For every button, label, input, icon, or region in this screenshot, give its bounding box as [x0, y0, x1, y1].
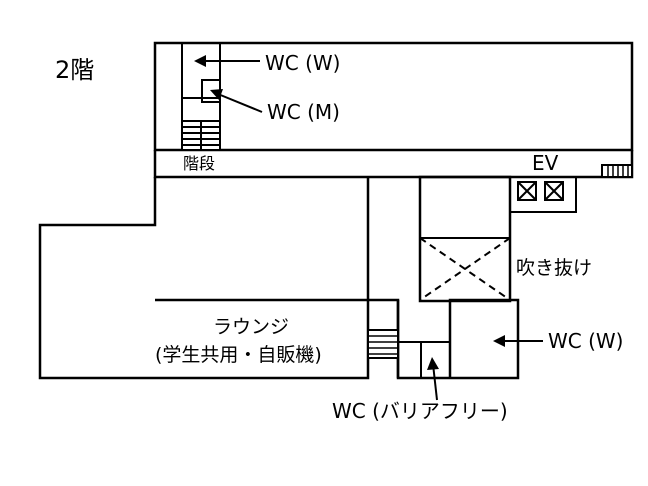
right-wall: [396, 298, 520, 380]
stairs-label: 階段: [183, 154, 215, 173]
wc-barrier-free-label: WC (バリアフリー): [332, 399, 508, 423]
stairs-top-icon: [181, 120, 221, 151]
lounge-sub: (学生共用・自販機): [155, 344, 322, 366]
atrium-label: 吹き抜け: [516, 257, 592, 279]
wc-barrier-free-room: [420, 341, 451, 379]
elevator-icon-2: [544, 181, 564, 201]
wc-women-top-label: WC (W): [265, 51, 340, 75]
atrium-x-mark: [419, 237, 511, 301]
ev-label: EV: [532, 151, 559, 175]
arrow-wc-men: [210, 89, 263, 113]
stairs-lounge-icon: [367, 329, 399, 359]
arrow-wc-women-top: [194, 55, 260, 67]
lounge-name: ラウンジ: [213, 316, 289, 338]
arrow-wc-women-right: [493, 335, 543, 347]
elevator-icon-1: [517, 181, 537, 201]
wc-men-label: WC (M): [267, 100, 340, 124]
corridor-wall: [153, 150, 634, 179]
stair-landing: [181, 97, 221, 122]
wc-women-right-label: WC (W): [548, 329, 623, 353]
arrow-wc-barrier-free: [427, 357, 439, 401]
floor-label: 2階: [55, 56, 94, 84]
stairs-right-icon: [601, 164, 633, 178]
